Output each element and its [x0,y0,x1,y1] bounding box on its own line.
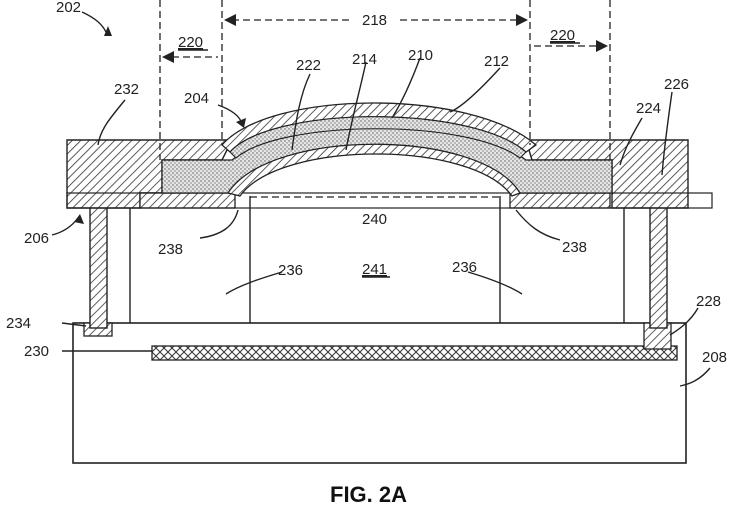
arrow-204 [236,118,246,128]
label-224: 224 [636,100,661,117]
label-238-right: 238 [562,239,587,256]
label-220-right: 220 [550,27,575,44]
arrow-206 [74,214,84,224]
label-238-left: 238 [158,241,183,258]
label-214: 214 [352,51,377,68]
label-210: 210 [408,47,433,64]
label-230: 230 [24,343,49,360]
label-228: 228 [696,293,721,310]
label-204: 204 [184,90,209,107]
label-218: 218 [362,12,387,29]
layer-230 [152,346,677,360]
label-240: 240 [362,211,387,228]
label-226: 226 [664,76,689,93]
ledge-206-left [140,193,235,208]
label-234: 234 [6,315,31,332]
substrate-208 [73,323,686,463]
label-220-left: 220 [178,34,203,51]
label-241: 241 [362,261,387,278]
dim-220-left [162,51,218,63]
figure-caption: FIG. 2A [330,482,407,507]
label-206: 206 [24,230,49,247]
label-222: 222 [296,57,321,74]
label-232: 232 [114,81,139,98]
label-236-left: 236 [278,262,303,279]
ledge-206-right [510,193,610,208]
label-236-right: 236 [452,259,477,276]
label-202: 202 [56,0,81,16]
label-212: 212 [484,53,509,70]
label-208: 208 [702,349,727,366]
